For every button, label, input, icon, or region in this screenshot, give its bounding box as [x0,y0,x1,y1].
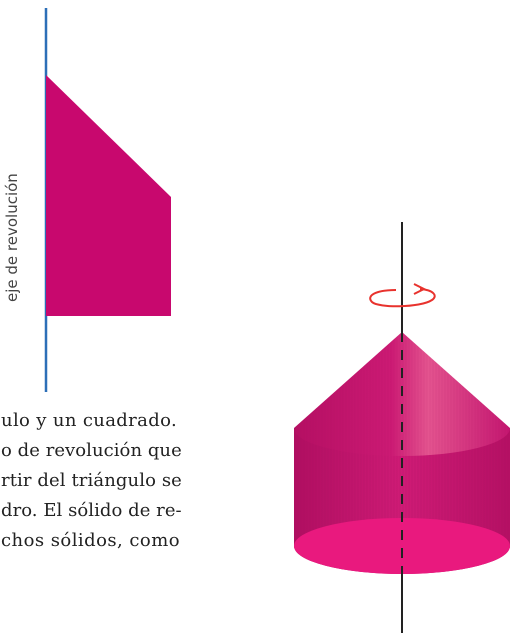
body-text-line: chos sólidos, como [1,530,181,551]
body-text-line: dro. El sólido de re- [1,500,182,521]
body-text-line: ulo y un cuadrado. [1,410,178,431]
solid-of-revolution-figure [294,222,510,633]
axis-of-revolution-label: eje de revolución [3,173,21,302]
triangle-square-shape [46,75,171,316]
body-text-line: o de revolución que [1,440,182,461]
cylinder-bottom-face [294,518,510,574]
body-text-line: rtir del triángulo se [1,470,182,491]
rotation-arrow-icon [369,283,436,308]
plane-shape-figure [44,8,171,392]
body-text-paragraph: ulo y un cuadrado. o de revolución que r… [0,406,262,556]
